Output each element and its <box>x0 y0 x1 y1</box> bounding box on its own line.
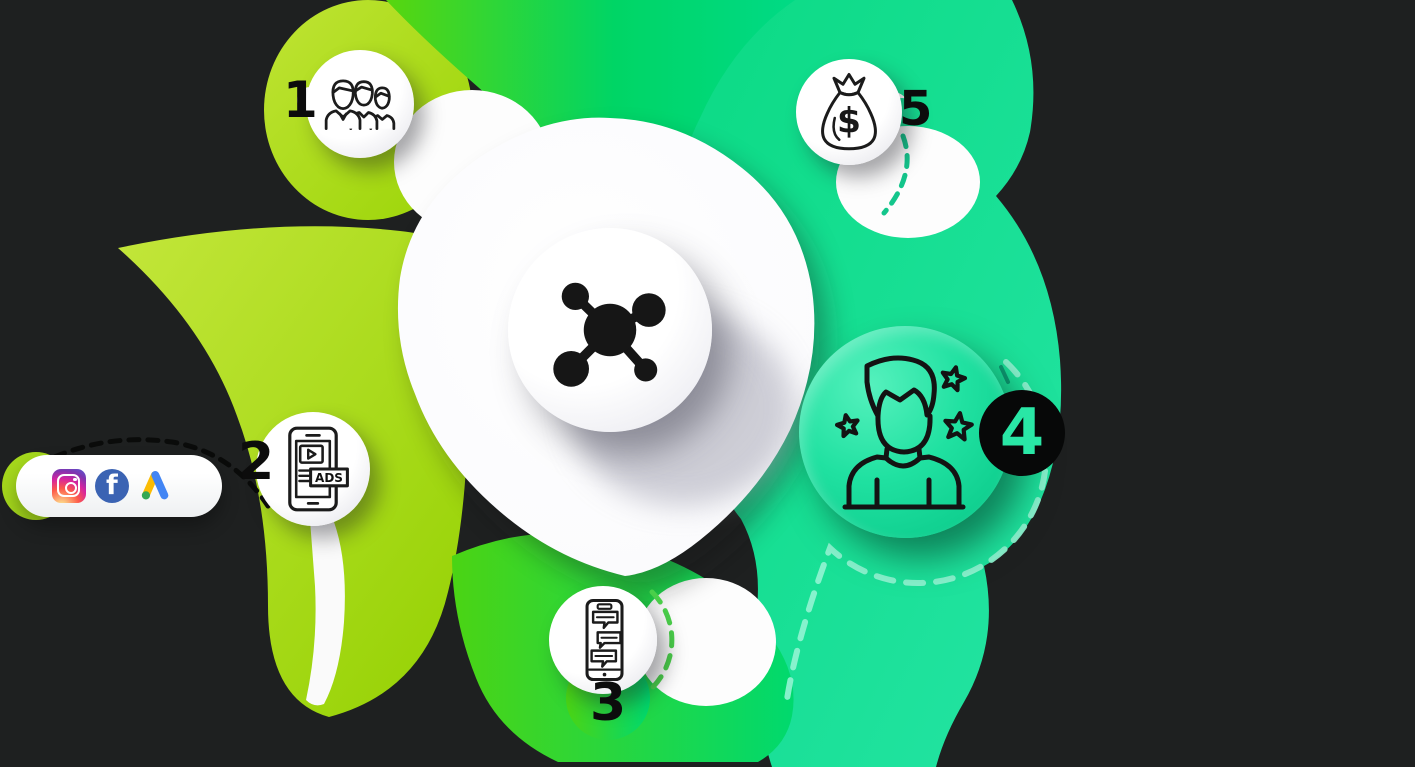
step-2-circle: ADS <box>256 412 370 526</box>
dashed-connector-pill <box>47 437 271 509</box>
dashed-connector-step3 <box>648 589 675 692</box>
step-4-number: 4 <box>999 396 1045 470</box>
instagram-camera-lens <box>64 481 77 494</box>
ad-platforms-pill: f <box>16 455 222 517</box>
step-4-number-blob: 4 <box>979 390 1065 476</box>
video-ads-device-icon: ADS <box>288 426 349 512</box>
central-hub-circle <box>508 228 712 432</box>
step-1-number: 1 <box>283 71 318 129</box>
instagram-camera-frame <box>57 474 80 497</box>
step-4-circle <box>799 326 1011 538</box>
dashed-connector-step4 <box>783 359 1050 709</box>
facebook-icon: f <box>95 469 129 503</box>
step-3-circle <box>549 586 657 694</box>
dollar-sign: $ <box>837 101 861 141</box>
happy-customer-stars-icon <box>831 352 979 510</box>
star-icon <box>835 413 860 437</box>
white-swoosh <box>306 518 345 706</box>
step-1-circle <box>306 50 414 158</box>
money-bag-icon: $ <box>821 73 877 151</box>
instagram-icon <box>52 469 86 503</box>
instagram-camera-dot <box>73 477 77 481</box>
step-2-number: 2 <box>238 432 275 492</box>
star-icon <box>943 411 973 440</box>
star-icon <box>940 365 967 392</box>
google-ads-icon <box>138 469 172 503</box>
white-patch-3 <box>636 578 776 706</box>
facebook-letter: f <box>106 470 118 501</box>
network-molecule-icon <box>553 282 666 387</box>
step-3-number: 3 <box>590 673 627 733</box>
step-5-circle: $ <box>796 59 902 165</box>
ads-badge-text: ADS <box>315 471 343 485</box>
chat-messages-phone-icon <box>585 598 624 682</box>
dashed-connector-step5 <box>881 133 910 216</box>
step-5-number: 5 <box>899 81 933 137</box>
audience-group-icon <box>324 79 396 130</box>
